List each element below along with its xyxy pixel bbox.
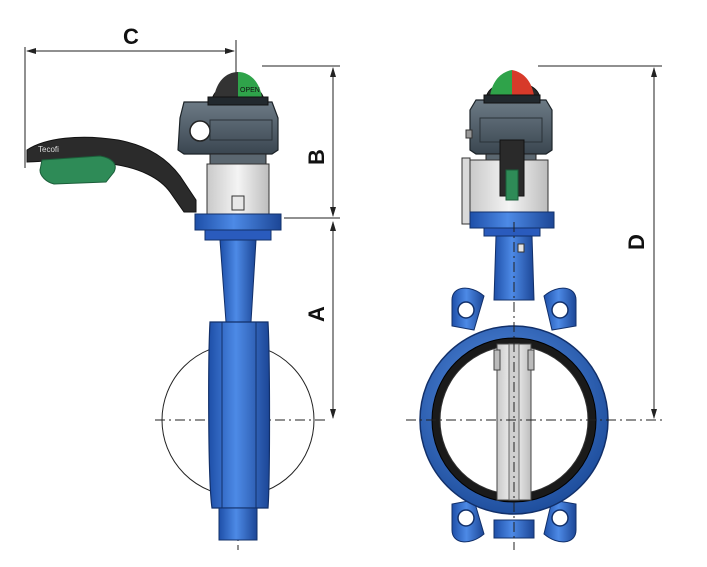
dimension-b: B [262, 65, 340, 219]
lever-handle: Tecofi [26, 136, 197, 213]
coupling-front [461, 139, 549, 225]
handle-brand-text: Tecofi [38, 145, 59, 154]
dimension-c: C [24, 24, 237, 168]
front-view: D [406, 65, 662, 550]
valve-neck [219, 239, 257, 323]
actuator-front [465, 70, 553, 165]
dimension-b-label: B [304, 149, 329, 165]
dimension-a: A [304, 221, 336, 419]
dimension-c-label: C [123, 24, 139, 49]
coupling-side [206, 163, 270, 215]
valve-body-side [208, 321, 271, 509]
dimension-d: D [538, 65, 662, 419]
actuator-side: OPEN [177, 72, 279, 165]
top-flange [194, 213, 282, 231]
actuator-port [189, 120, 211, 142]
side-view: C Tecofi OPEN [24, 24, 340, 550]
bottom-stub [218, 507, 258, 541]
dimension-a-label: A [304, 306, 329, 322]
dimension-d-label: D [624, 234, 649, 250]
handle-grip [39, 155, 116, 185]
indicator-open-text: OPEN [240, 87, 260, 94]
